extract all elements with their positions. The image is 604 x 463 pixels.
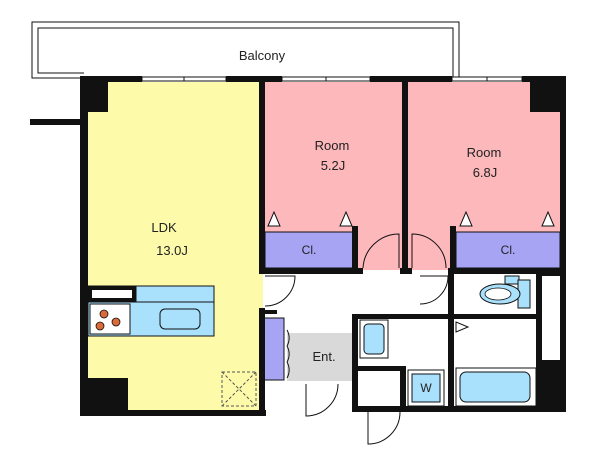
entrance-floor (287, 333, 353, 381)
closet-right-label: Cl. (501, 243, 516, 257)
kitchen-sink (159, 308, 201, 330)
door-swings (264, 233, 449, 445)
floor-hatch (221, 371, 257, 407)
stove-burner (95, 321, 105, 331)
closet-left-label: Cl. (302, 243, 317, 257)
ldk-label: LDK (151, 220, 177, 235)
entrance-label: Ent. (312, 349, 335, 364)
walls (80, 76, 566, 416)
windows (141, 76, 523, 82)
balcony-label: Balcony (239, 48, 286, 63)
closet-right (455, 231, 561, 269)
wash-basin (359, 319, 389, 359)
room-left-label: Room (315, 138, 350, 153)
room-right-size: 6.8J (473, 165, 498, 180)
stove-burner (111, 317, 121, 327)
closet-door-marks (267, 210, 555, 333)
room-left-size: 5.2J (321, 158, 346, 173)
shoe-cabinet (262, 317, 285, 381)
balcony (30, 21, 460, 125)
closet-left (264, 231, 355, 269)
stove-burner (99, 309, 109, 319)
ldk-size: 13.0J (156, 243, 188, 258)
ldk-floor (88, 82, 263, 412)
washer-label: W (420, 381, 432, 395)
toilet (479, 275, 531, 309)
bathtub (455, 367, 537, 407)
kitchen-counter (87, 285, 215, 337)
washer (407, 369, 445, 407)
room-right-label: Room (467, 145, 502, 160)
stove (89, 303, 131, 335)
